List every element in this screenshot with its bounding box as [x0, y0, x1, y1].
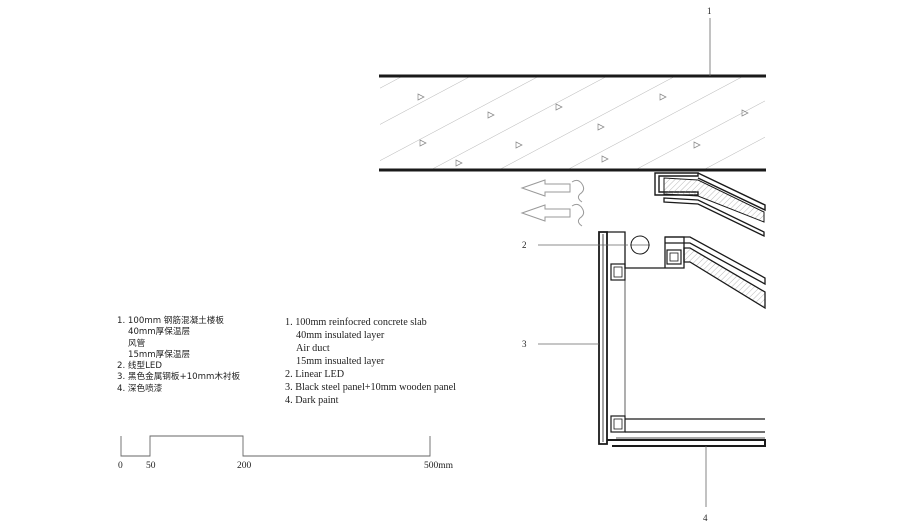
legend-line: 4. 深色喷漆: [117, 383, 163, 394]
legend-line: 15mm insualted layer: [296, 356, 385, 367]
callout-1: 1: [707, 6, 712, 16]
legend-line: 2. Linear LED: [285, 369, 345, 380]
callout-3: 3: [522, 339, 527, 349]
legend-line: 15mm厚保温层: [128, 349, 191, 360]
concrete-slab: [379, 74, 766, 172]
callout-2: 2: [522, 240, 527, 250]
legend-line: 40mm insulated layer: [296, 330, 385, 341]
callout-4: 4: [703, 513, 708, 523]
airflow-arrows: [520, 179, 585, 227]
linear-led: [630, 235, 650, 255]
legend-line: 3. 黑色金属钢板+10mm木衬板: [117, 372, 241, 383]
steel-panel-vertical: [598, 231, 685, 445]
legend-line: 2. 线型LED: [117, 361, 162, 372]
sloped-panel: [665, 236, 766, 310]
scale-bar: [120, 435, 431, 457]
legend-line: 风管: [128, 338, 146, 349]
legend-line: Air duct: [296, 343, 330, 354]
legend-line: 40mm厚保温层: [128, 327, 191, 338]
scale-tick-50: 50: [146, 461, 156, 471]
aggregate-marks: [417, 93, 749, 167]
scale-tick-0: 0: [118, 461, 123, 471]
bottom-panel: [607, 418, 766, 447]
leader-lines: [538, 18, 711, 507]
legend-line: 1. 100mm reinfocred concrete slab: [285, 317, 427, 328]
legend-line: 4. Dark paint: [285, 395, 339, 406]
scale-tick-200: 200: [237, 461, 252, 471]
legend-line: 3. Black steel panel+10mm wooden panel: [285, 382, 456, 393]
scale-tick-500mm: 500mm: [424, 461, 454, 471]
legend-english: 1. 100mm reinfocred concrete slab 40mm in…: [285, 316, 456, 407]
duct-insulation-upper: [663, 177, 765, 238]
legend-line: 1. 100mm 钢筋混凝土楼板: [117, 316, 224, 326]
